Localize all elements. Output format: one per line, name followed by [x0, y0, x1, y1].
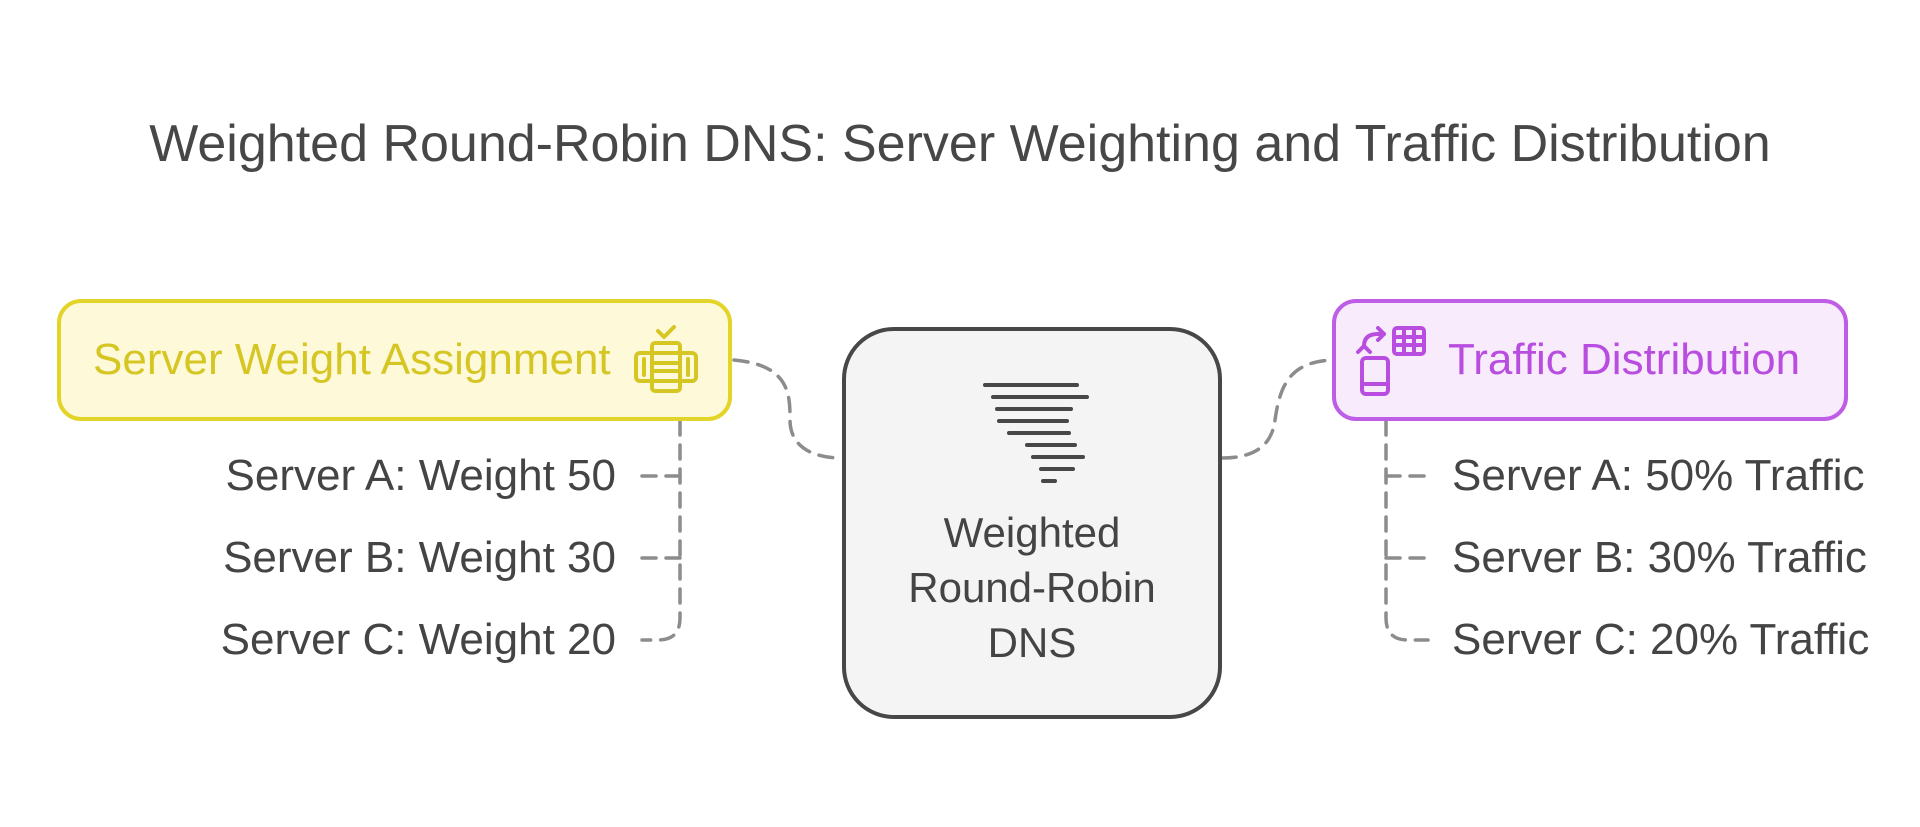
center-node-label: Weighted Round-Robin DNS	[846, 505, 1218, 670]
weighted-round-robin-dns-node: Weighted Round-Robin DNS	[842, 327, 1222, 719]
center-node-line-1: Weighted	[943, 509, 1121, 556]
left-item-server-c: Server C: Weight 20	[220, 615, 616, 664]
server-check-icon	[634, 325, 698, 393]
diagram-title: Weighted Round-Robin DNS: Server Weighti…	[149, 115, 1771, 173]
device-table-swap-icon	[1356, 326, 1426, 396]
right-item-server-c: Server C: 20% Traffic	[1452, 615, 1870, 664]
center-node-line-3: DNS	[987, 619, 1077, 666]
server-weight-assignment-label: Server Weight Assignment	[93, 335, 611, 384]
center-node-line-2: Round-Robin	[908, 564, 1156, 611]
connector-right-trunk	[1384, 419, 1430, 642]
traffic-distribution-label: Traffic Distribution	[1448, 335, 1801, 384]
left-item-server-a: Server A: Weight 50	[225, 451, 617, 500]
left-item-server-b: Server B: Weight 30	[223, 533, 616, 582]
server-weight-assignment-box: Server Weight Assignment	[57, 299, 732, 421]
connector-left-trunk	[640, 419, 682, 642]
traffic-distribution-box: Traffic Distribution	[1332, 299, 1848, 421]
right-item-server-b: Server B: 30% Traffic	[1452, 533, 1867, 582]
connector-left-center	[732, 358, 844, 460]
tornado-icon	[983, 383, 1089, 483]
right-item-server-a: Server A: 50% Traffic	[1452, 451, 1865, 500]
connector-center-right	[1220, 358, 1334, 460]
